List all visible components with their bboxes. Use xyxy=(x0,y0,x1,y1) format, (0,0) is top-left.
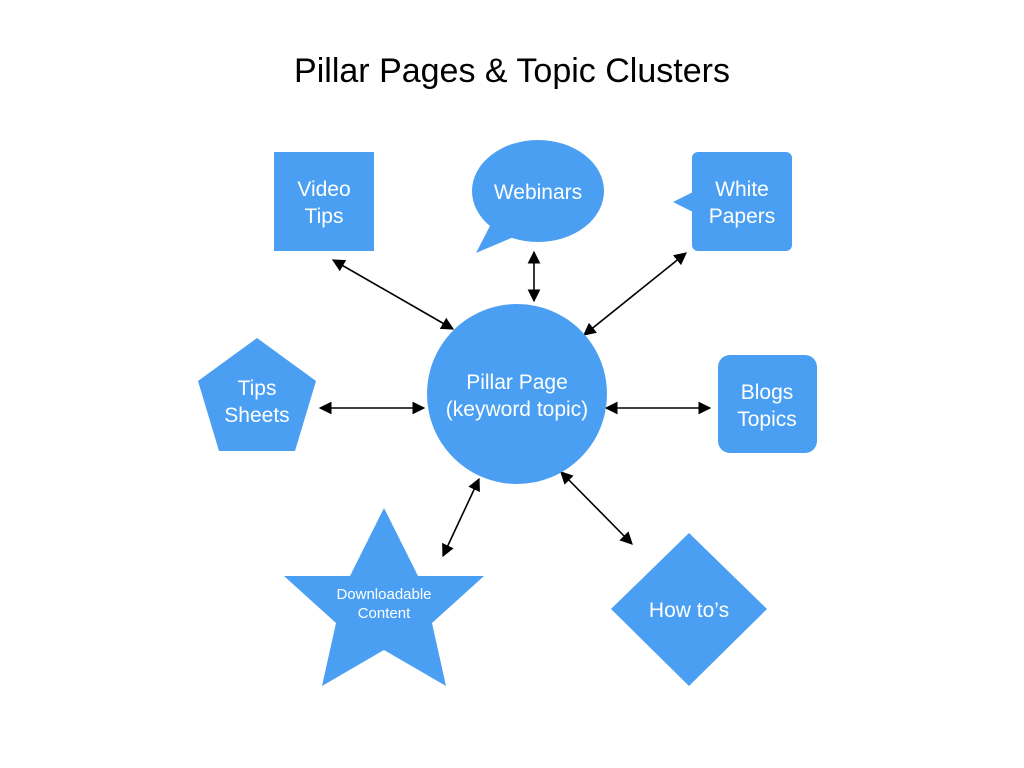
white-papers-label-line-1: White xyxy=(715,178,769,201)
node-tips-sheets: Tips Sheets xyxy=(198,338,316,451)
star-shape xyxy=(284,508,484,686)
blogs-topics-label-line-1: Blogs xyxy=(741,381,794,404)
node-webinars: Webinars xyxy=(472,140,604,253)
connector-video-tips xyxy=(331,259,455,330)
callout-box-shape xyxy=(692,152,792,251)
callout-box-pointer xyxy=(673,192,693,212)
blogs-topics-label-line-2: Topics xyxy=(737,408,797,431)
pillar-page-label-line-1: Pillar Page xyxy=(466,371,568,394)
circle-shape xyxy=(427,304,607,484)
speech-bubble-shape xyxy=(472,140,604,242)
connector-white-papers xyxy=(583,252,687,336)
pentagon-shape xyxy=(198,338,316,451)
connector-downloadable-content xyxy=(442,477,480,558)
node-white-papers: White Papers xyxy=(673,152,792,251)
rounded-rectangle-shape xyxy=(718,355,817,453)
node-pillar-page: Pillar Page (keyword topic) xyxy=(427,304,607,484)
speech-bubble-tail xyxy=(476,222,516,253)
tips-sheets-label-line-1: Tips xyxy=(238,377,277,400)
webinars-label: Webinars xyxy=(494,181,582,204)
white-papers-label-line-2: Papers xyxy=(709,205,776,228)
node-blogs-topics: Blogs Topics xyxy=(718,355,817,453)
node-how-tos: How to’s xyxy=(611,533,767,686)
connector-how-tos xyxy=(560,471,633,545)
node-downloadable-content: Downloadable Content xyxy=(284,508,484,686)
diagram-title: Pillar Pages & Topic Clusters xyxy=(294,52,730,90)
downloadable-content-label-line-1: Downloadable xyxy=(336,586,431,603)
downloadable-content-label-line-2: Content xyxy=(358,605,411,622)
video-tips-label-line-2: Tips xyxy=(305,205,344,228)
connectors xyxy=(318,250,712,558)
square-shape xyxy=(274,152,374,251)
tips-sheets-label-line-2: Sheets xyxy=(224,404,289,427)
diamond-shape xyxy=(611,533,767,686)
how-tos-label: How to’s xyxy=(649,599,729,622)
pillar-page-label-line-2: (keyword topic) xyxy=(446,398,588,421)
video-tips-label-line-1: Video xyxy=(297,178,350,201)
node-video-tips: Video Tips xyxy=(274,152,374,251)
